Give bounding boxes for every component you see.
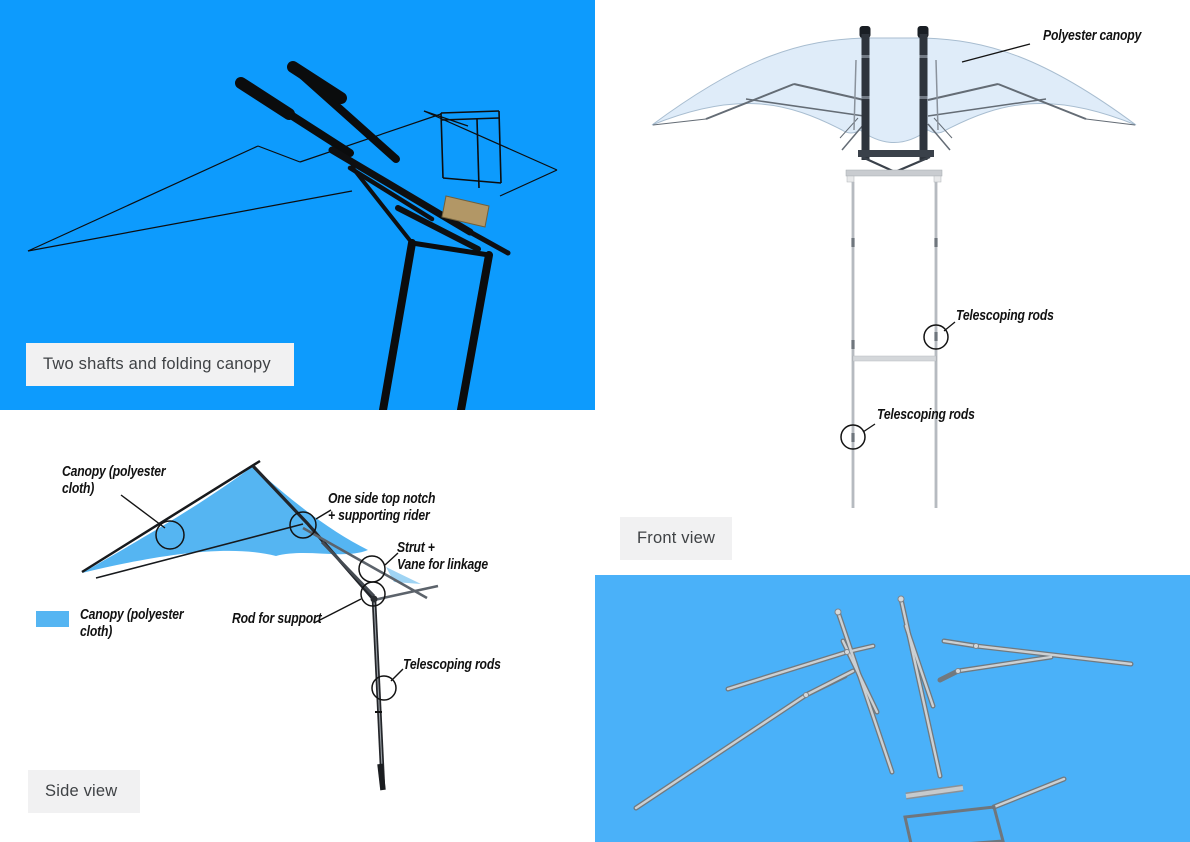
caption-front-view: Front view [620,517,733,560]
front-view-annotations [840,43,1031,450]
annotation-circle-rod-support [360,581,386,607]
joint-nodes [803,595,979,698]
caption-side-view: Side view [28,770,140,813]
label-polyester-canopy: Polyester canopy [1043,28,1142,44]
label-telescoping-rods-lower: Telescoping rods [877,407,975,423]
caption-two-shafts: Two shafts and folding canopy [26,343,294,386]
annotation-circle-telescoping-upper [923,324,949,350]
mast-base-assembly [845,150,943,183]
label-telescoping-rods-upper: Telescoping rods [956,308,1054,324]
polyester-canopy-shape [651,37,1137,143]
folding-arms [235,61,400,163]
crossbar [905,786,964,798]
two-shafts-render-drawing [27,61,558,410]
side-view-drawing [81,459,439,791]
leader-line [961,43,1031,63]
label-canopy-cloth: Canopy (polyester cloth) [62,464,166,497]
leader-line [390,668,404,682]
leader-line [120,494,166,529]
label-telescoping-rods-side: Telescoping rods [403,657,501,673]
frame-rod-highlights [634,597,1133,810]
leader-line [862,423,876,433]
folded-frame-drawing [633,595,1134,842]
frame-rod-shadows [633,596,1134,811]
leader-line [313,598,362,624]
hub-beams [328,146,511,256]
panel-side-view-diagram [0,410,620,842]
panel-two-shafts-render [0,0,595,410]
canopy-cloth-shape [82,466,368,573]
twin-shafts [379,239,493,410]
wooden-plate [441,195,490,228]
leader-line [943,321,956,332]
annotation-circle-canopy [155,520,185,550]
base-frame [903,805,1005,842]
annotation-circle-telescoping-lower [840,424,866,450]
label-strut-vane: Strut + Vane for linkage [397,540,488,573]
annotation-circle-top-notch [289,511,317,539]
leader-line [384,552,399,566]
annotation-circle-telescoping [371,675,397,701]
panel-front-view-diagram [595,0,1190,575]
legend-canopy-label: Canopy (polyester cloth) [80,607,184,640]
leader-line [315,509,332,520]
annotation-circle-strut [358,555,386,583]
side-view-annotations [120,494,404,701]
canopy-arm-linkages [652,83,1136,151]
panel-folded-frame-render [595,575,1190,842]
label-top-notch: One side top notch + supporting rider [328,491,436,524]
front-view-drawing [651,26,1137,508]
telescoping-rod-pair [851,182,938,508]
center-masts [853,26,939,160]
legend-canopy-swatch [36,611,69,627]
label-rod-for-support: Rod for support [232,611,322,627]
top-railing-frame [440,110,502,189]
